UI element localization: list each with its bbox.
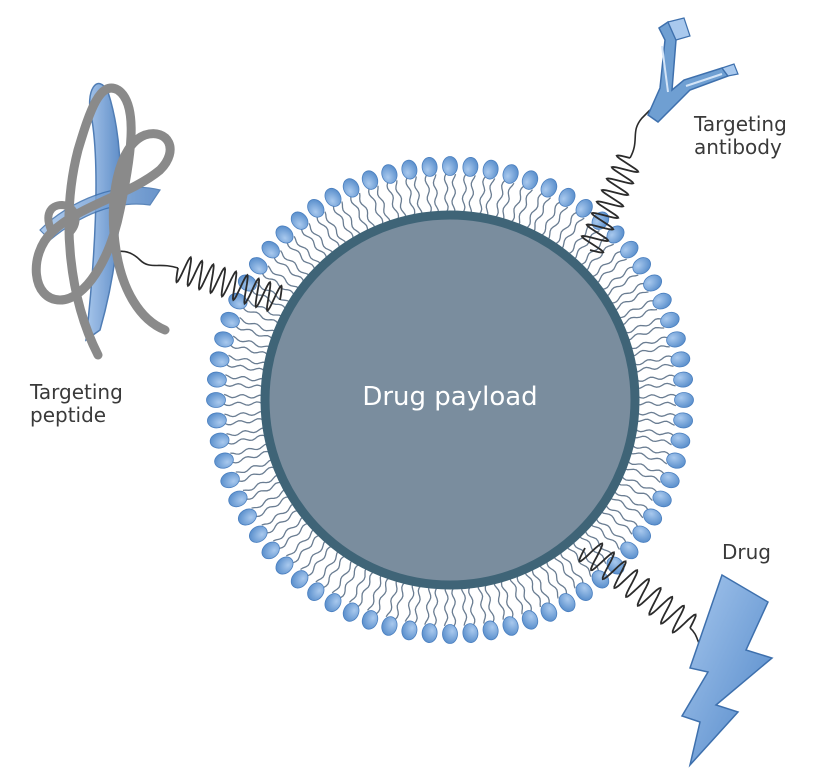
lipid-molecule: [207, 410, 264, 429]
lipid-molecule: [401, 159, 423, 216]
lipid-molecule: [249, 503, 299, 543]
lipid-molecule: [207, 371, 264, 389]
lipid-bilayer: [206, 156, 694, 644]
lipid-molecule: [477, 584, 499, 641]
lipid-molecule: [554, 199, 593, 250]
lipid-molecule: [307, 550, 346, 601]
lipid-molecule: [637, 392, 694, 408]
lipid-molecule: [421, 157, 440, 214]
lipid-molecule: [421, 586, 439, 643]
lipid-molecule: [460, 586, 479, 643]
lipid-molecule: [261, 240, 310, 283]
lipid-molecule: [510, 170, 539, 226]
lipid-molecule: [214, 331, 270, 356]
lipid-molecule: [228, 292, 282, 325]
label-targeting-antibody: Targeting antibody: [694, 113, 787, 159]
lipid-molecule: [494, 164, 519, 220]
label-line: Drug: [722, 540, 771, 564]
lipid-molecule: [261, 516, 309, 560]
lipid-molecule: [381, 580, 406, 636]
lipid-molecule: [478, 159, 499, 216]
lipid-molecule: [540, 187, 576, 240]
lipid-molecule: [209, 427, 266, 449]
lipid-molecule: [290, 540, 333, 589]
peg-tail: [629, 109, 651, 159]
lipid-molecule: [525, 178, 558, 232]
lipid-molecule: [361, 574, 390, 630]
label-targeting-peptide: Targeting peptide: [30, 381, 123, 427]
lipid-molecule: [601, 257, 651, 297]
peg-tail: [115, 250, 179, 269]
label-line: antibody: [694, 135, 782, 159]
lipid-molecule: [630, 444, 686, 469]
lipid-molecule: [590, 517, 639, 560]
lipid-molecule: [237, 489, 289, 526]
lipid-molecule: [618, 475, 672, 508]
lipid-molecule: [493, 580, 519, 636]
label-drug: Drug: [722, 541, 771, 564]
lipid-molecule: [442, 156, 458, 213]
peg-coil: [578, 542, 697, 634]
lipid-molecule: [600, 504, 651, 543]
lipid-molecule: [634, 351, 691, 373]
lipid-molecule: [206, 392, 263, 408]
lipid-molecule: [290, 211, 334, 259]
lipid-molecule: [461, 157, 479, 214]
lipid-molecule: [220, 311, 276, 340]
lipid-molecule: [324, 560, 360, 613]
label-line: Targeting: [694, 112, 787, 136]
lipid-molecule: [509, 575, 539, 630]
lipid-molecule: [611, 274, 663, 311]
lipid-molecule: [324, 187, 361, 239]
peg-coil: [175, 255, 283, 313]
lipid-molecule: [539, 561, 576, 613]
lipid-molecule: [361, 170, 391, 225]
lipid-molecule: [249, 257, 300, 296]
targeting-peptide-icon: [31, 82, 175, 360]
lipid-molecule: [442, 587, 458, 644]
lipid-molecule: [610, 490, 663, 526]
drug-payload-core: [260, 210, 640, 590]
drug-icon: [680, 573, 774, 768]
peg-coil: [580, 154, 640, 254]
lipid-molecule: [636, 411, 693, 429]
label-line: peptide: [30, 403, 107, 427]
lipid-molecule: [381, 164, 407, 220]
lipid-molecule: [553, 551, 593, 601]
lipid-molecule: [228, 474, 282, 508]
lipid-molecule: [275, 225, 322, 270]
lipid-molecule: [307, 199, 347, 249]
lipid-molecule: [220, 459, 275, 489]
lipid-molecule: [634, 428, 691, 449]
drug-payload-label: Drug payload: [362, 382, 538, 412]
lipid-molecule: [214, 443, 270, 469]
label-line: Targeting: [30, 380, 123, 404]
lipid-molecule: [630, 331, 686, 357]
targeting-antibody-icon: [647, 17, 739, 123]
lipid-molecule: [625, 311, 680, 341]
lipid-molecule: [275, 528, 320, 575]
lipid-molecule: [618, 292, 672, 326]
lipid-molecule: [209, 351, 266, 372]
lipid-molecule: [524, 568, 558, 622]
lipid-molecule: [342, 568, 375, 622]
lipid-molecule: [401, 584, 422, 641]
lipid-molecule: [591, 240, 639, 284]
lipid-molecule: [636, 371, 693, 390]
lipid-molecule: [624, 460, 680, 489]
lipid-molecule: [342, 178, 376, 232]
